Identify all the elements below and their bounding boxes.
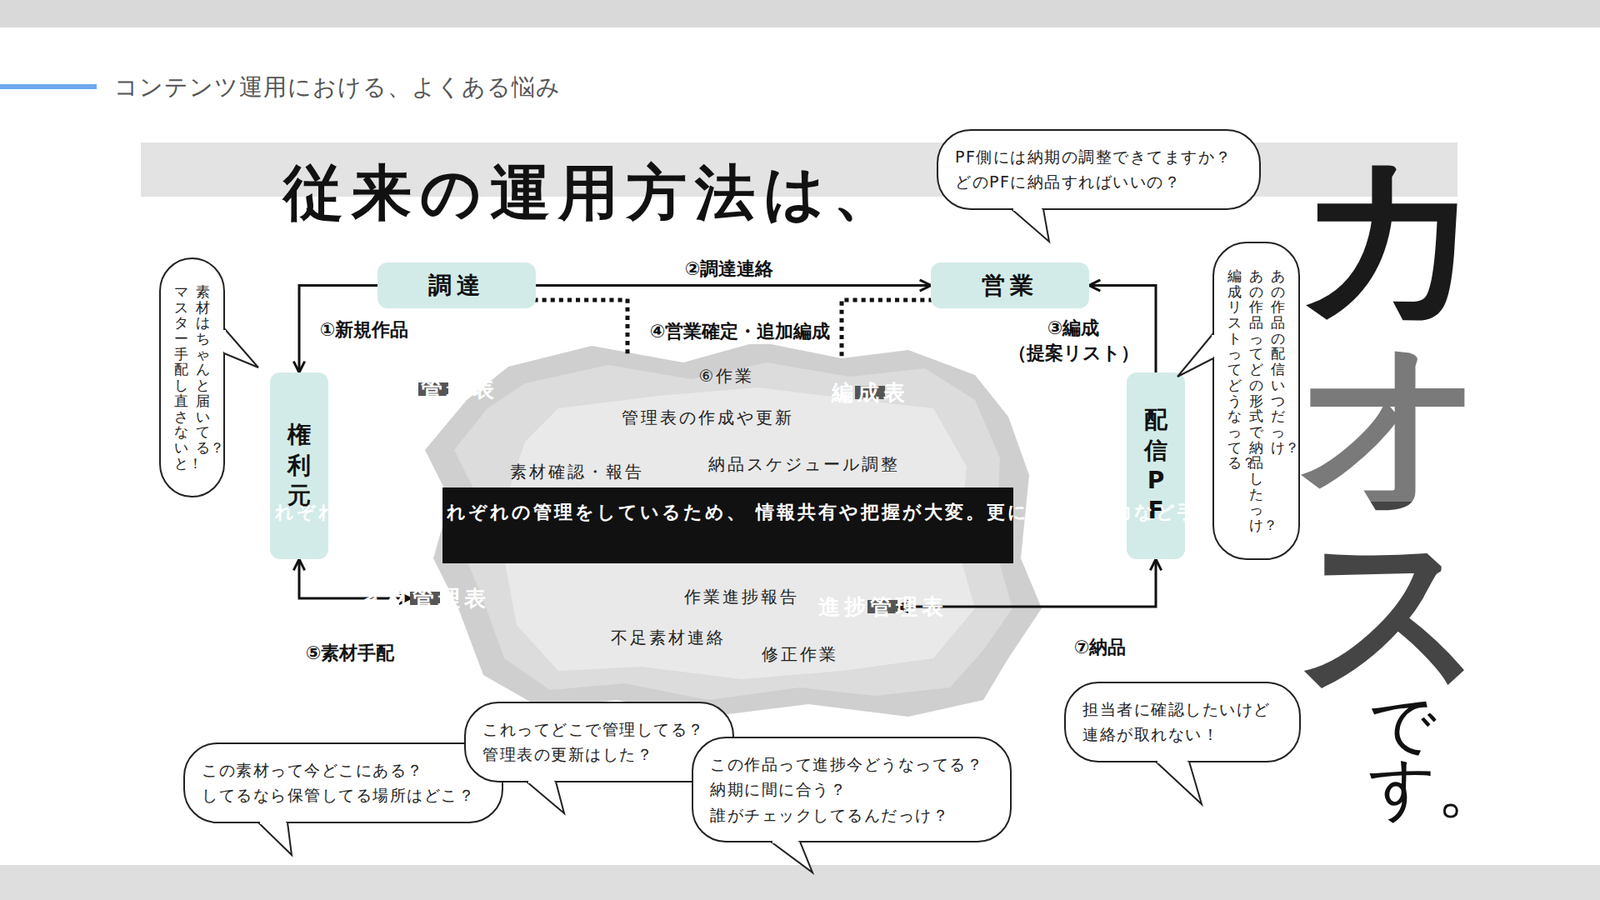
speech-bubble: PF側には納期の調整できてますか？ どのPFに納品すればいいの？ — [936, 129, 1261, 210]
dotted-connector — [535, 300, 628, 359]
node-text: 担当者に確認したいけど 連絡が取れない！ — [1082, 696, 1283, 748]
task-text: 素材確認・報告 — [510, 460, 645, 484]
bubble-tail — [258, 822, 292, 855]
bubble-body — [937, 130, 1260, 210]
bubble-body — [1065, 682, 1300, 762]
bubble-body — [692, 737, 1011, 842]
node-text: それぞれの部署がそれぞれの管理をしているため、 情報共有や把握が大変。更には二重… — [253, 499, 729, 526]
sheet-box: 作品管理表 — [418, 382, 449, 396]
sheet-box: 素材管理表 — [410, 591, 440, 605]
bubble-outline — [936, 129, 1261, 210]
bubble-tail — [526, 781, 565, 814]
bubble-outline — [1064, 681, 1301, 763]
chaos-word: カオス — [1295, 141, 1484, 705]
node-text: これってどこで管理してる？ 管理表の更新はした？ — [482, 716, 716, 768]
flow-arrow — [535, 284, 931, 287]
node-text: 作品管理表 — [369, 375, 499, 405]
edge-label: ⑦納品 — [1070, 635, 1130, 660]
sheet-box: 編成表 — [855, 385, 885, 400]
node-text: 編成表 — [831, 378, 910, 408]
speech-bubble: 素材はちゃんと届いてる？ マスター手配し直さないと！ — [159, 257, 225, 498]
edge-label: ③編成 （提案リスト） — [1001, 315, 1146, 366]
work-cloud: ⑥作業管理表の作成や更新素材確認・報告 納品スケジュール調整作業進捗報告不足素材連… — [408, 358, 1034, 709]
department-box: 調達 — [377, 262, 536, 309]
partner-box: 配信PF — [1126, 372, 1185, 560]
node-text: 素材管理表 — [360, 584, 490, 614]
bubble-body — [160, 258, 225, 497]
bubble-tail — [224, 328, 259, 368]
speech-bubble: この素材って今どこにある？ してるなら保管してる場所はどこ？ — [183, 742, 504, 824]
message-band: それぞれの部署がそれぞれの管理をしているため、 情報共有や把握が大変。更には二重… — [442, 487, 1014, 564]
node-text: PF側には納期の調整できてますか？ どのPFに納品すればいいの？ — [955, 144, 1243, 195]
speech-bubble: あの作品の配信いつだっけ？ あの作品ってどの形式で納品したっけ？ 編成リストってどう… — [1212, 241, 1300, 560]
bubble-body — [1213, 242, 1300, 560]
edge-label: ④営業確定・追加編成 — [646, 319, 835, 345]
bubble-tail — [770, 841, 813, 873]
bubble-tail-join — [260, 820, 286, 825]
edge-label: ⑤素材手配 — [302, 640, 399, 666]
task-text: 管理表の作成や更新 — [621, 406, 795, 430]
task-text: 納品スケジュール調整 — [708, 453, 900, 476]
node-text: あの作品ってどの形式で納品したっけ？ — [1249, 268, 1264, 534]
task-text: 作業進捗報告 — [684, 585, 800, 609]
task-text: 修正作業 — [761, 643, 839, 666]
partner-box: 権利元 — [270, 372, 329, 560]
top-bar — [0, 0, 1600, 28]
header-accent — [0, 84, 97, 90]
edge-label: ①新規作品 — [316, 317, 413, 343]
edge-label: ②調達連絡 — [681, 256, 778, 282]
chaos-suffix: です。 — [1368, 693, 1435, 820]
node-text: 素材はちゃんと届いてる？ — [195, 284, 210, 456]
diagram-title: 従来の運用方法は、 — [283, 162, 902, 223]
node-text: この作品って進捗今どうなってる？ 納期に間に合う？ 誰がチェックしてるんだっけ？ — [710, 751, 994, 828]
bubble-tail-join — [1013, 207, 1042, 211]
node-text: 編成リストってどうなってる？ — [1227, 268, 1242, 471]
bubble-outline — [159, 257, 225, 498]
bubble-tail — [1011, 209, 1050, 242]
node-text: 調達 — [428, 270, 485, 302]
chaos-cloud — [425, 341, 1042, 717]
node-text: 権利元 — [287, 420, 311, 511]
sheet-box: 進捗管理表 — [867, 600, 898, 614]
node-text: あの作品の配信いつだっけ？ — [1270, 268, 1285, 455]
bubble-tail-join — [772, 840, 799, 844]
bubble-body — [184, 743, 503, 823]
node-text: マスター手配し直さないと！ — [174, 284, 189, 471]
bubble-tail — [1177, 333, 1214, 377]
node-text: 進捗管理表 — [818, 592, 948, 622]
node-text: この素材って今どこにある？ してるなら保管してる場所はどこ？ — [201, 757, 485, 809]
node-text: 営業 — [981, 270, 1039, 302]
cloud-outer — [425, 341, 1042, 717]
node-text: 配信PF — [1144, 405, 1168, 527]
speech-bubble: 担当者に確認したいけど 連絡が取れない！ — [1064, 681, 1301, 763]
bubble-tail — [1155, 761, 1202, 805]
speech-bubble: この作品って進捗今どうなってる？ 納期に間に合う？ 誰がチェックしてるんだっけ？ — [691, 736, 1012, 843]
department-box: 営業 — [930, 262, 1090, 309]
bubble-tail-join — [1157, 760, 1188, 764]
bubble-tail-join — [222, 330, 226, 352]
dotted-connector — [841, 300, 931, 359]
bubble-outline — [183, 742, 504, 824]
bubble-tail-join — [528, 780, 555, 784]
bubble-tail-join — [1211, 335, 1215, 357]
task-text: 不足素材連絡 — [610, 626, 726, 650]
page-header: コンテンツ運用における、よくある悩み — [114, 71, 561, 104]
task-text: ⑥作業 — [699, 365, 755, 388]
bottom-bar — [0, 865, 1600, 900]
